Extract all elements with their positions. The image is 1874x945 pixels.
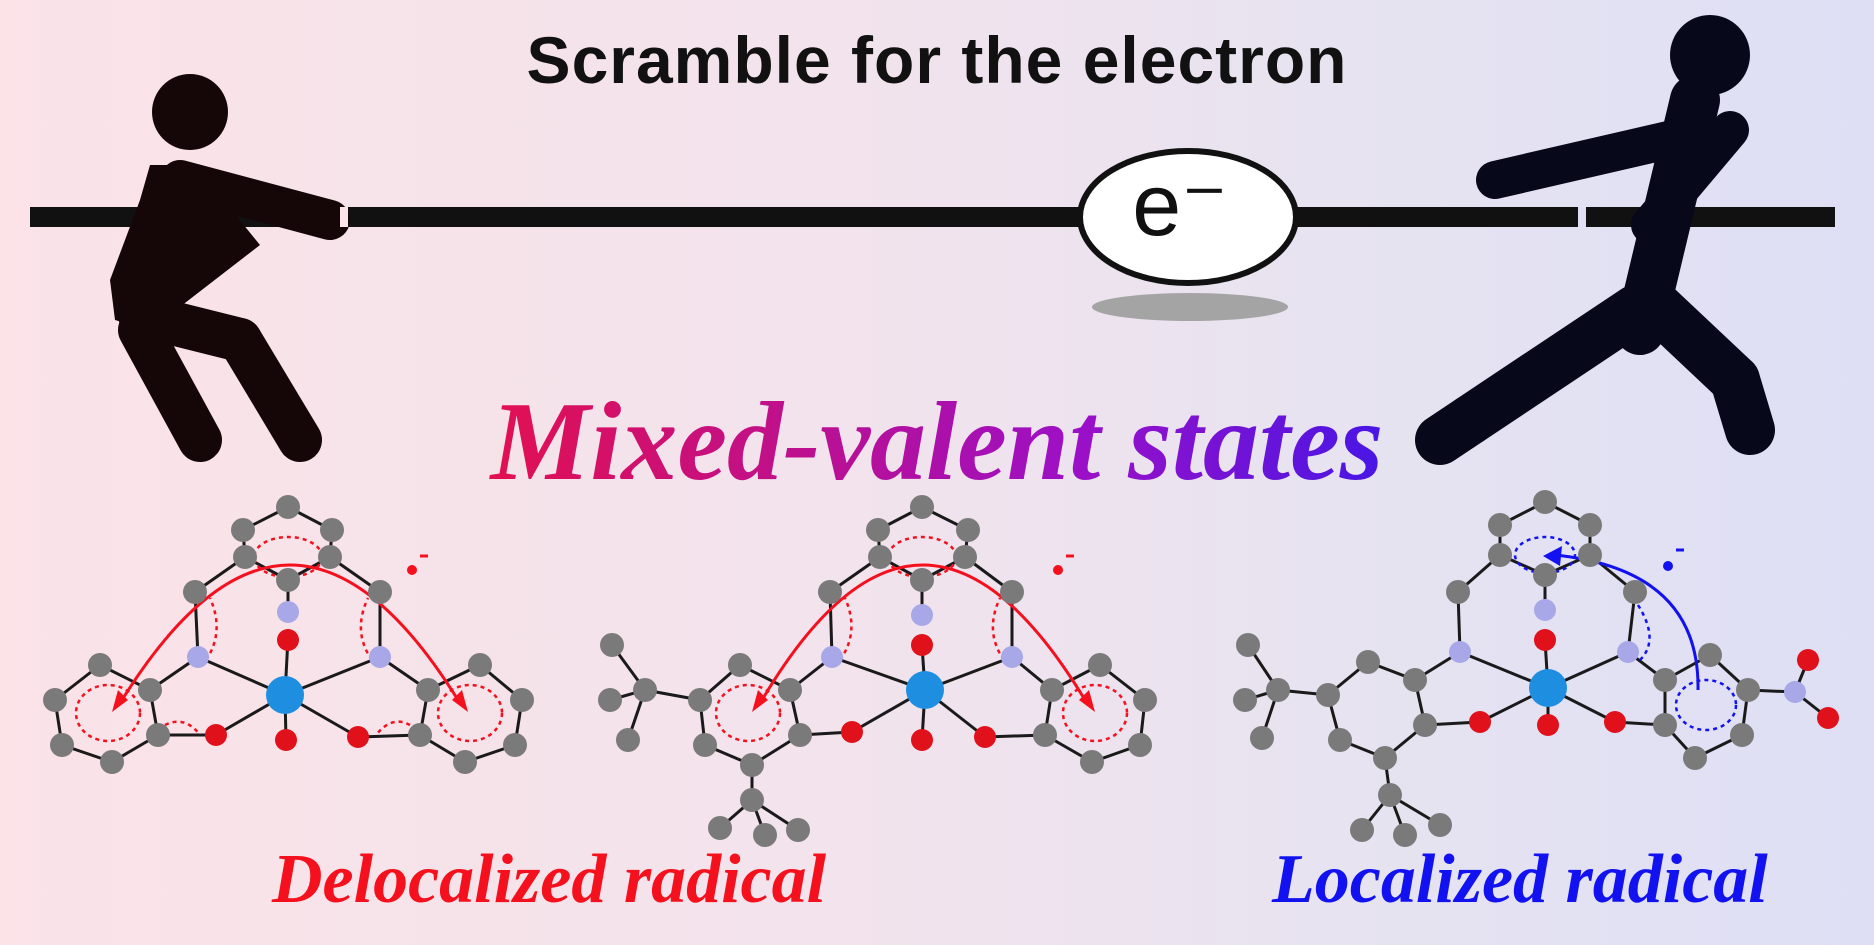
radical-dot-icon <box>1053 565 1063 575</box>
person-pulling-right-icon <box>1415 15 1775 465</box>
rope-gap-right <box>1578 207 1586 227</box>
caption-localized: Localized radical <box>1272 841 1768 918</box>
molecule-delocalized-2 <box>598 495 1157 847</box>
caption-delocalized: Delocalized radical <box>272 841 827 918</box>
radical-dot-icon <box>1663 561 1673 571</box>
molecule-delocalized-1 <box>43 495 534 774</box>
electron-icon <box>1077 148 1299 321</box>
radical-dot-icon <box>407 565 417 575</box>
molecule-localized <box>1233 490 1839 847</box>
electron-label: e⁻ <box>1132 155 1228 254</box>
person-pulling-left-icon <box>110 74 350 462</box>
figure-title: Scramble for the electron <box>526 23 1348 97</box>
rope-gap-left <box>340 207 348 227</box>
rope <box>30 207 1835 227</box>
headline: Mixed-valent states <box>0 378 1874 507</box>
